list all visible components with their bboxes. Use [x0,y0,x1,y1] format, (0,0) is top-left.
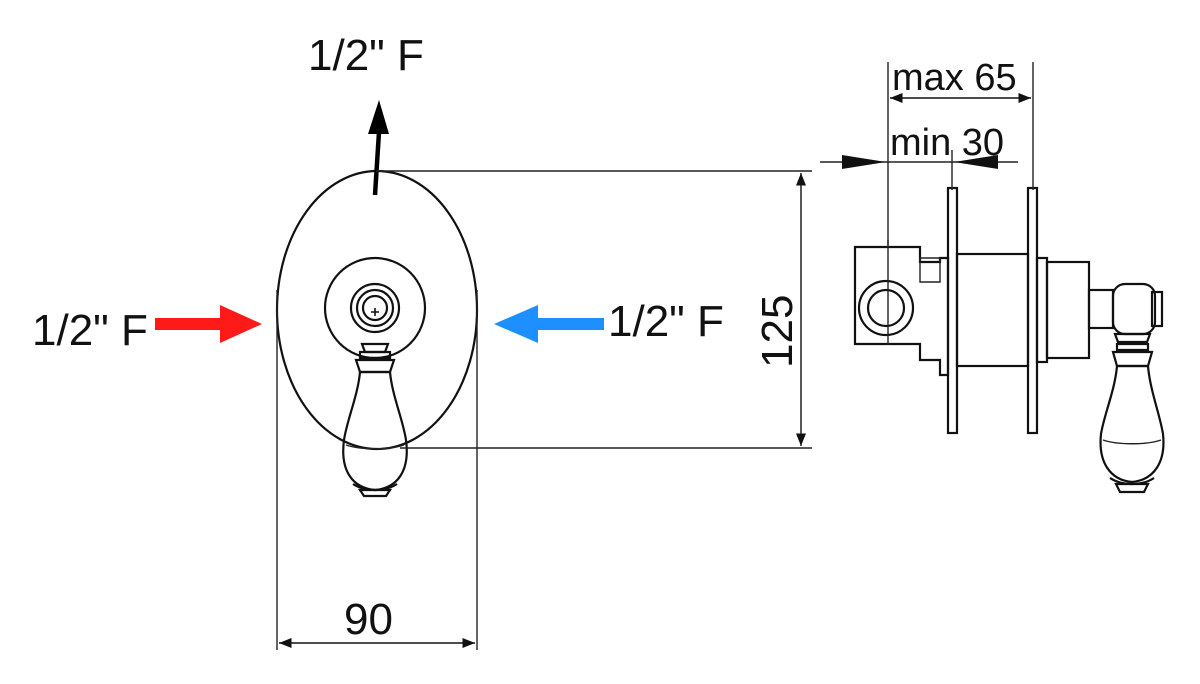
lever-handle [342,342,408,498]
spindle-core [361,294,389,322]
side-view [820,62,1165,494]
spindle-cross [371,308,379,316]
spindle-ring [355,288,395,328]
inlet-boss [919,257,941,283]
width-dimension-label: 90 [344,595,393,644]
hot-inlet-arrow [155,305,262,343]
rear-plate [946,186,959,435]
top-outlet-label: 1/2" F [308,31,424,80]
hot-inlet-label: 1/2" F [32,306,148,355]
spindle-stem [1087,288,1115,330]
cold-inlet-arrow [494,305,604,343]
min-arrow-left [842,155,886,169]
bonnet [1045,260,1091,360]
cartridge-body [955,252,1030,368]
front-plate [1026,186,1039,435]
height-dimension-label: 125 [753,295,802,368]
escutcheon-inner-ring [349,282,401,334]
outlet-arrow [368,100,389,196]
min-arrow-right [954,155,998,169]
inlet-port-inner [866,288,906,328]
side-handle [1099,282,1165,494]
front-view [155,100,812,650]
cold-inlet-label: 1/2" F [608,297,724,346]
depth-max-label: max 65 [892,57,1017,99]
inlet-port-outer [857,279,915,337]
front-nut [1035,256,1049,364]
depth-min-label: min 30 [890,122,1004,164]
cover-plate-outline [275,169,479,451]
